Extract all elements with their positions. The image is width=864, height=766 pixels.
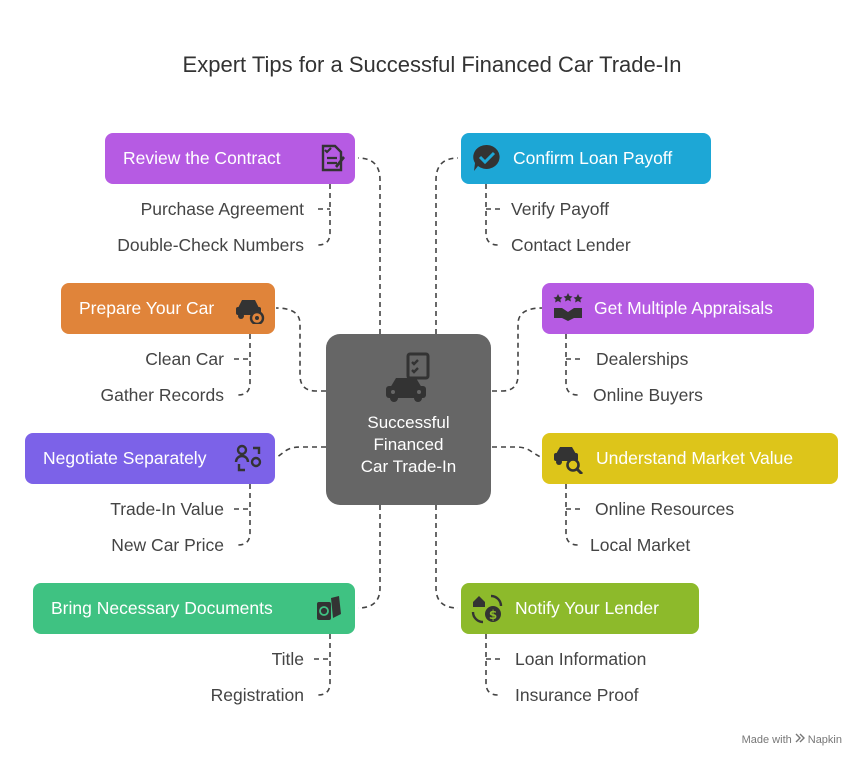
branch-label: Confirm Loan Payoff bbox=[513, 148, 673, 168]
check-speech-icon bbox=[471, 142, 503, 174]
central-line-2: Financed bbox=[373, 435, 444, 454]
subitem-online-buyers: Online Buyers bbox=[593, 385, 703, 405]
subitem-online-resources: Online Resources bbox=[595, 499, 735, 519]
svg-text:$: $ bbox=[489, 608, 497, 622]
footer-text: Made with bbox=[741, 733, 792, 746]
connector-lender bbox=[435, 505, 459, 609]
sub-connector-appraisals bbox=[565, 334, 580, 396]
branch-label: Get Multiple Appraisals bbox=[594, 298, 773, 318]
central-topic-label: Successful Financed Car Trade-In bbox=[326, 412, 491, 478]
car-checklist-icon bbox=[382, 352, 436, 411]
napkin-logo-icon bbox=[795, 733, 805, 746]
documents-passport-icon bbox=[313, 592, 345, 624]
diagram-title: Expert Tips for a Successful Financed Ca… bbox=[182, 52, 682, 77]
sub-connector-review bbox=[317, 184, 331, 246]
sub-connector-payoff bbox=[485, 184, 500, 246]
branch-prepare-your-car[interactable]: Prepare Your Car bbox=[61, 283, 275, 334]
branch-label: Negotiate Separately bbox=[43, 448, 207, 468]
branch-review-the-contract[interactable]: Review the Contract bbox=[105, 133, 355, 184]
connector-payoff bbox=[435, 157, 459, 334]
subitem-insurance-proof: Insurance Proof bbox=[515, 685, 639, 705]
branch-label: Bring Necessary Documents bbox=[51, 598, 273, 618]
subitem-dealerships: Dealerships bbox=[596, 349, 689, 369]
connector-appraisals bbox=[492, 307, 543, 392]
branch-confirm-loan-payoff[interactable]: Confirm Loan Payoff bbox=[461, 133, 711, 184]
sub-connector-documents bbox=[314, 634, 331, 696]
subitem-clean-car: Clean Car bbox=[145, 349, 224, 369]
subitem-title: Title bbox=[271, 649, 304, 669]
contract-sign-icon bbox=[315, 142, 347, 174]
sub-connector-market bbox=[565, 484, 580, 546]
subitem-verify-payoff: Verify Payoff bbox=[511, 199, 609, 219]
sub-connector-lender bbox=[485, 634, 500, 696]
central-line-1: Successful bbox=[367, 413, 450, 432]
car-search-icon bbox=[552, 442, 584, 476]
branch-label: Notify Your Lender bbox=[515, 598, 659, 618]
branch-label: Review the Contract bbox=[123, 148, 281, 168]
branch-notify-your-lender[interactable]: $ Notify Your Lender bbox=[461, 583, 699, 634]
central-line-3: Car Trade-In bbox=[360, 457, 457, 476]
house-dollar-cycle-icon: $ bbox=[471, 592, 503, 624]
connector-documents bbox=[357, 505, 381, 609]
subitem-new-car-price: New Car Price bbox=[111, 535, 224, 555]
subitem-loan-information: Loan Information bbox=[515, 649, 647, 669]
footer-brand: Napkin bbox=[807, 733, 842, 746]
stars-handshake-icon bbox=[552, 292, 584, 324]
subitem-purchase-agreement: Purchase Agreement bbox=[140, 199, 304, 219]
car-gear-icon bbox=[233, 292, 265, 326]
subitem-contact-lender: Contact Lender bbox=[511, 235, 631, 255]
branch-label: Prepare Your Car bbox=[79, 298, 215, 318]
connector-review bbox=[357, 157, 381, 334]
central-topic: Successful Financed Car Trade-In bbox=[326, 334, 491, 505]
made-with-napkin-footer: Made with Napkin bbox=[742, 733, 842, 746]
subitem-registration: Registration bbox=[210, 685, 304, 705]
connector-market bbox=[492, 446, 543, 459]
connector-prepare bbox=[275, 307, 326, 392]
people-exchange-icon bbox=[233, 442, 265, 474]
branch-negotiate-separately[interactable]: Negotiate Separately bbox=[25, 433, 275, 484]
sub-connector-prepare bbox=[234, 334, 251, 396]
subitem-trade-in-value: Trade-In Value bbox=[110, 499, 224, 519]
subitem-double-check-numbers: Double-Check Numbers bbox=[117, 235, 304, 255]
sub-connector-negotiate bbox=[234, 484, 251, 546]
subitem-local-market: Local Market bbox=[590, 535, 691, 555]
connector-negotiate bbox=[275, 446, 326, 459]
branch-understand-market-value[interactable]: Understand Market Value bbox=[542, 433, 838, 484]
branch-get-multiple-appraisals[interactable]: Get Multiple Appraisals bbox=[542, 283, 814, 334]
branch-label: Understand Market Value bbox=[596, 448, 794, 468]
subitem-gather-records: Gather Records bbox=[100, 385, 224, 405]
branch-bring-necessary-documents[interactable]: Bring Necessary Documents bbox=[33, 583, 355, 634]
